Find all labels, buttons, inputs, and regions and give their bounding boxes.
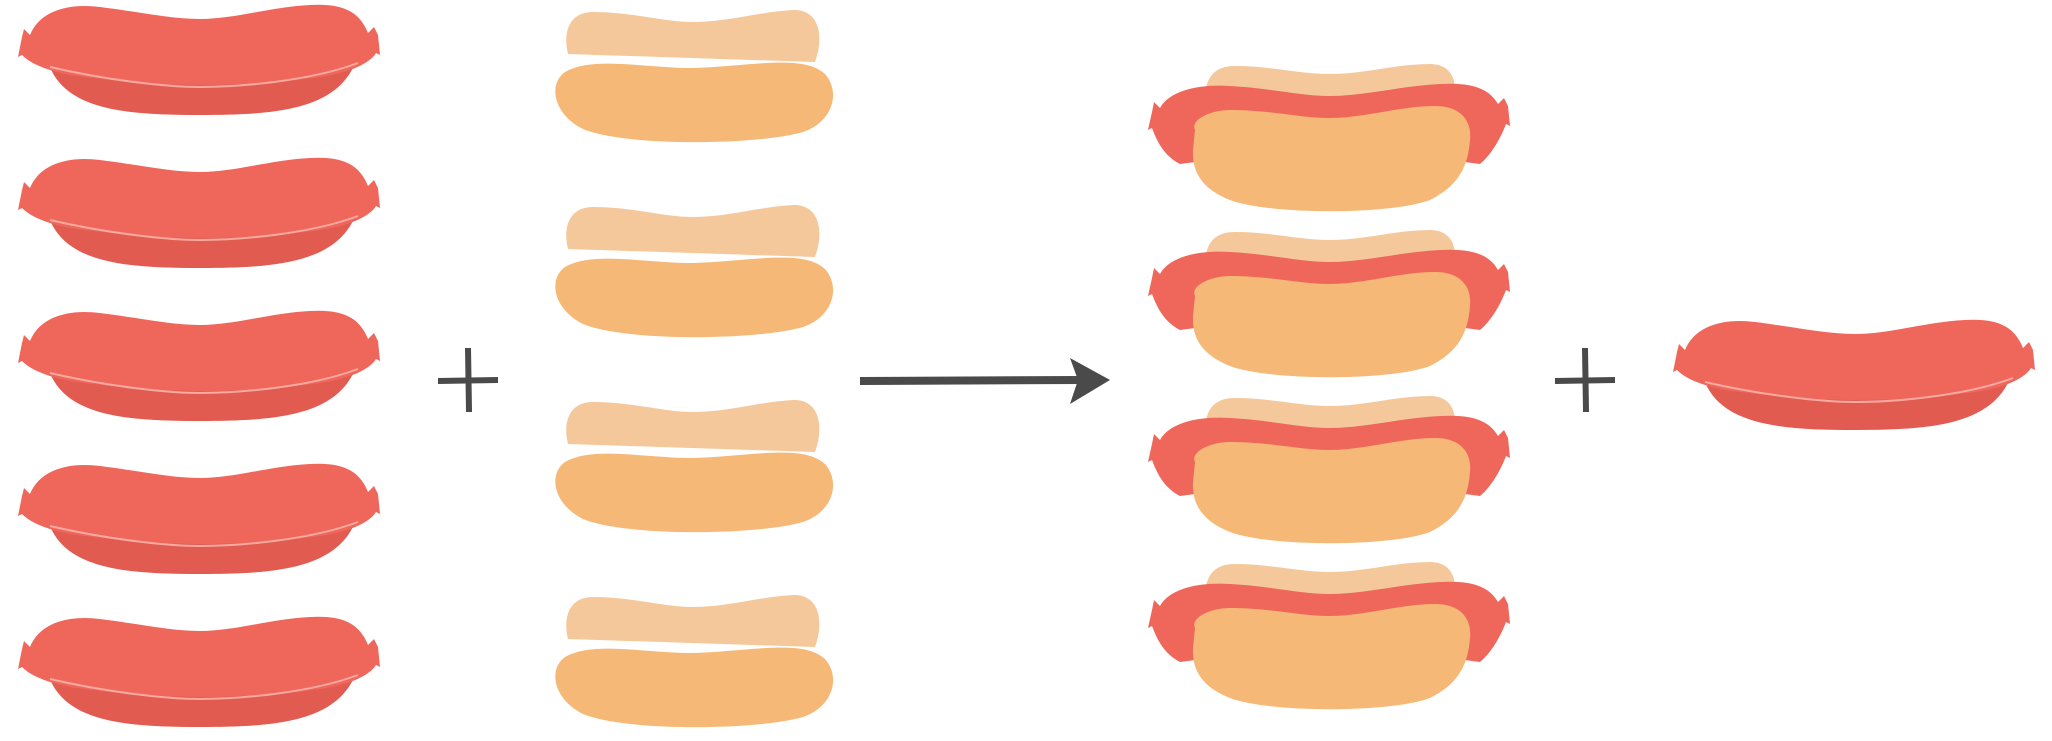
bun-1 bbox=[555, 10, 833, 142]
hot-dog-2 bbox=[1148, 230, 1510, 377]
hot-dog-1 bbox=[1148, 64, 1510, 211]
reaction-arrow bbox=[860, 358, 1110, 404]
plus-sign-2 bbox=[1555, 348, 1615, 412]
plus-sign-1 bbox=[438, 348, 498, 412]
hot-dog-3 bbox=[1148, 396, 1510, 543]
sausage-3 bbox=[18, 311, 380, 421]
sausage-5 bbox=[18, 617, 380, 727]
hot-dog-4 bbox=[1148, 562, 1510, 709]
bun-3 bbox=[555, 400, 833, 532]
leftover-sausage-1 bbox=[1673, 320, 2035, 430]
sausage-4 bbox=[18, 464, 380, 574]
bun-2 bbox=[555, 205, 833, 337]
sausage-1 bbox=[18, 5, 380, 115]
bun-4 bbox=[555, 595, 833, 727]
sausage-2 bbox=[18, 158, 380, 268]
